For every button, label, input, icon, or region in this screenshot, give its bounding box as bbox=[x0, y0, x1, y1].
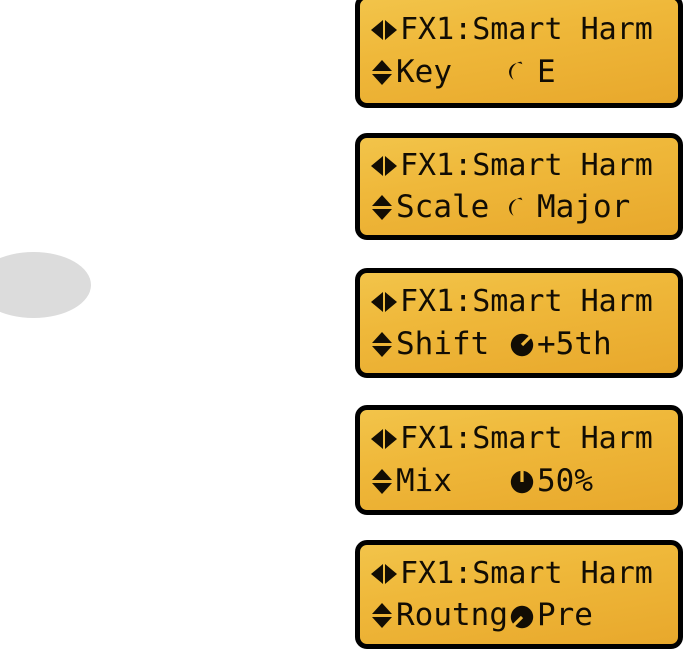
up-down-arrows-icon[interactable] bbox=[369, 599, 395, 633]
right-arrow-icon[interactable] bbox=[385, 429, 397, 449]
lcd-title-line: FX1:Smart Harm bbox=[360, 418, 678, 460]
left-right-arrows-icon[interactable] bbox=[369, 150, 399, 182]
up-arrow-icon[interactable] bbox=[372, 59, 392, 71]
down-arrow-icon[interactable] bbox=[372, 73, 392, 85]
left-arrow-icon[interactable] bbox=[371, 20, 383, 40]
up-down-arrows-icon[interactable] bbox=[369, 191, 395, 225]
lcd-param-line: Scale Major bbox=[360, 187, 678, 229]
left-right-arrows-icon[interactable] bbox=[369, 558, 399, 590]
param-value: E bbox=[537, 53, 556, 90]
down-arrow-icon[interactable] bbox=[372, 482, 392, 494]
param-value: +5th bbox=[537, 325, 612, 362]
right-arrow-icon[interactable] bbox=[385, 20, 397, 40]
left-arrow-icon[interactable] bbox=[371, 155, 383, 176]
right-arrow-icon[interactable] bbox=[385, 292, 397, 312]
effect-title: FX1:Smart Harm bbox=[400, 147, 653, 183]
param-value: Pre bbox=[536, 597, 593, 633]
down-arrow-icon[interactable] bbox=[372, 617, 392, 628]
right-arrow-icon[interactable] bbox=[385, 563, 397, 584]
param-label: Routng bbox=[396, 597, 508, 633]
param-label: Mix bbox=[396, 462, 452, 499]
left-right-arrows-icon[interactable] bbox=[369, 423, 399, 455]
lcd-title-line: FX1:Smart Harm bbox=[360, 145, 678, 187]
up-arrow-icon[interactable] bbox=[372, 468, 392, 480]
param-value: Major bbox=[537, 189, 631, 225]
effect-title: FX1:Smart Harm bbox=[400, 555, 653, 591]
down-arrow-icon[interactable] bbox=[372, 345, 392, 357]
lcd-param-line: Routng Pre bbox=[360, 595, 678, 637]
left-right-arrows-icon[interactable] bbox=[369, 286, 399, 318]
param-label: Scale bbox=[396, 189, 490, 225]
param-label: Shift bbox=[396, 325, 490, 362]
lcd-param-line: Key E bbox=[360, 51, 678, 93]
up-down-arrows-icon[interactable] bbox=[369, 464, 395, 498]
effect-title: FX1:Smart Harm bbox=[400, 421, 653, 456]
left-arrow-icon[interactable] bbox=[371, 429, 383, 449]
knob-pointer-icon[interactable] bbox=[508, 468, 536, 496]
knob-pointer-icon[interactable] bbox=[508, 331, 536, 359]
param-label: Key bbox=[396, 53, 452, 90]
effect-title: FX1:Smart Harm bbox=[400, 12, 653, 47]
param-gap bbox=[452, 57, 508, 88]
lcd-title-line: FX1:Smart Harm bbox=[360, 9, 678, 51]
up-arrow-icon[interactable] bbox=[372, 195, 392, 206]
left-arrow-icon[interactable] bbox=[371, 563, 383, 584]
param-gap bbox=[489, 329, 508, 360]
up-down-arrows-icon[interactable] bbox=[369, 55, 395, 89]
left-arrow-icon[interactable] bbox=[371, 292, 383, 312]
effect-title: FX1:Smart Harm bbox=[400, 284, 653, 319]
knob-crescent-icon[interactable] bbox=[508, 59, 536, 87]
up-down-arrows-icon[interactable] bbox=[369, 327, 395, 361]
param-gap bbox=[452, 466, 508, 497]
up-arrow-icon[interactable] bbox=[372, 331, 392, 343]
lcd-param-line: Mix 50% bbox=[360, 460, 678, 502]
param-value: 50% bbox=[537, 462, 593, 499]
down-arrow-icon[interactable] bbox=[372, 209, 392, 220]
knob-pointer-icon[interactable] bbox=[508, 603, 536, 631]
knob-crescent-icon[interactable] bbox=[508, 195, 536, 223]
lcd-title-line: FX1:Smart Harm bbox=[360, 281, 678, 323]
left-right-arrows-icon[interactable] bbox=[369, 14, 399, 46]
param-gap bbox=[489, 192, 508, 223]
lcd-param-line: Shift +5th bbox=[360, 323, 678, 365]
lcd-title-line: FX1:Smart Harm bbox=[360, 553, 678, 595]
up-arrow-icon[interactable] bbox=[372, 603, 392, 614]
background-ellipse bbox=[0, 252, 91, 318]
right-arrow-icon[interactable] bbox=[385, 155, 397, 176]
